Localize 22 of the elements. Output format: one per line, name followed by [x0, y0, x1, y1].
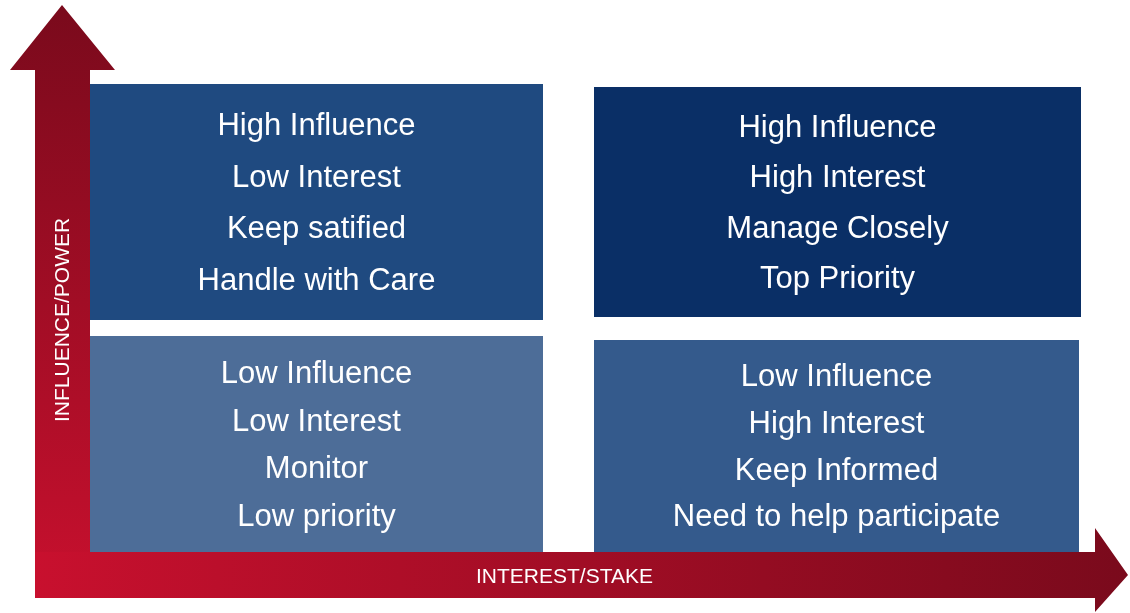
quadrant-text: High Interest — [749, 158, 926, 196]
axis-label: INFLUENCE/POWER — [50, 216, 74, 425]
quadrant-box — [594, 87, 1081, 317]
quadrant-text: High Influence — [217, 106, 416, 144]
quadrant-text: Handle with Care — [197, 260, 436, 298]
quadrant-text: Low priority — [237, 496, 396, 534]
quadrant-text: Top Priority — [759, 258, 915, 296]
quadrant-text: Monitor — [264, 449, 369, 487]
quadrant-box — [90, 84, 543, 320]
quadrant-text: Manage Closely — [726, 208, 949, 246]
quadrant-text: Keep Informed — [734, 450, 939, 488]
quadrant-text: High Influence — [738, 108, 937, 146]
quadrant-text: Low Interest — [232, 401, 401, 439]
quadrant-text: Need to help participate — [672, 497, 1001, 535]
quadrant-box — [594, 340, 1079, 552]
quadrant-box — [90, 336, 543, 552]
quadrant-text: Keep satified — [226, 209, 407, 247]
quadrant-text: Low Influence — [220, 354, 413, 392]
axis-label: INTEREST/STAKE — [476, 564, 653, 588]
quadrant-text: Low Influence — [740, 357, 933, 395]
quadrant-text: Low Interest — [232, 157, 401, 195]
quadrant-text: High Interest — [748, 404, 925, 442]
